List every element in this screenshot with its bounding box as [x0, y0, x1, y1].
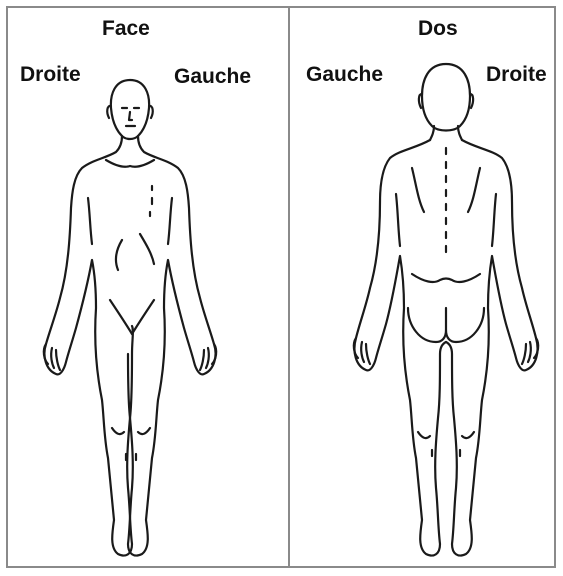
back-left-body-outline [354, 140, 446, 556]
front-collarbones [106, 160, 154, 167]
front-view-panel: Face Droite Gauche [8, 8, 288, 566]
back-lower-back [412, 274, 480, 282]
front-head [111, 80, 149, 139]
front-left-arm-inner [168, 198, 172, 244]
back-right-arm-inner [492, 194, 496, 246]
back-neck [430, 126, 462, 140]
front-nose [129, 112, 132, 120]
front-chest-line [150, 186, 152, 216]
body-diagram-frame: Face Droite Gauche [6, 6, 556, 568]
back-head [422, 64, 470, 131]
front-right-arm-inner [88, 198, 92, 244]
back-knees [418, 432, 474, 438]
front-abdomen-lines [116, 234, 154, 270]
back-view-panel: Dos Gauche Droite [290, 8, 554, 566]
front-body-outline [8, 8, 288, 566]
back-body-outline [290, 8, 554, 566]
back-right-body-outline [446, 140, 538, 556]
back-left-arm-inner [396, 194, 400, 246]
